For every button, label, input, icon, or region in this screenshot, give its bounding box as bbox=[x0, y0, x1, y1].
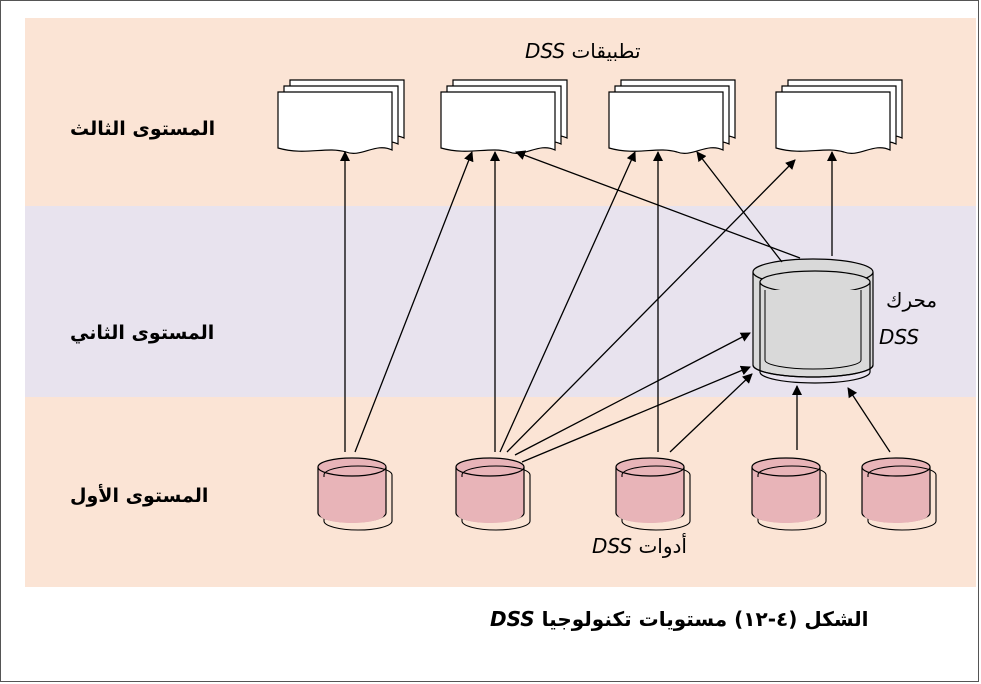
arrow-db2-to-app4 bbox=[506, 159, 796, 453]
arrow-db5-to-engine bbox=[847, 387, 891, 453]
arrow-db1-to-app2 bbox=[354, 151, 474, 453]
applications-word: تطبيقات bbox=[571, 39, 641, 63]
database-1 bbox=[317, 457, 393, 531]
database-5 bbox=[861, 457, 937, 531]
tools-label: أدوات DSS bbox=[592, 534, 687, 558]
database-2 bbox=[455, 457, 531, 531]
applications-label: تطبيقات DSS bbox=[525, 39, 641, 63]
dss-engine-cylinder bbox=[752, 258, 874, 384]
application-document-1 bbox=[277, 79, 405, 154]
tools-word: أدوات bbox=[638, 534, 687, 558]
arrow-db2-to-engine-b bbox=[521, 365, 751, 463]
applications-dss: DSS bbox=[525, 39, 566, 63]
level-two-label: المستوى الثاني bbox=[70, 322, 215, 344]
arrow-engine-to-app3 bbox=[696, 151, 783, 263]
connection-arrows bbox=[340, 150, 891, 463]
database-4 bbox=[751, 457, 827, 531]
application-document-4 bbox=[775, 79, 903, 154]
application-document-3 bbox=[608, 79, 736, 154]
application-document-2 bbox=[440, 79, 568, 154]
figure-caption: الشكل (٤-١٢) مستويات تكنولوجيا DSS bbox=[490, 607, 869, 631]
engine-label-dss: DSS bbox=[879, 325, 920, 349]
arrow-db2-to-app3 bbox=[499, 151, 636, 453]
figure-caption-text: الشكل (٤-١٢) مستويات تكنولوجيا bbox=[541, 607, 869, 631]
figure-caption-dss: DSS bbox=[490, 607, 535, 631]
level-three-label: المستوى الثالث bbox=[70, 118, 216, 140]
tools-dss: DSS bbox=[592, 534, 633, 558]
database-3 bbox=[615, 457, 691, 531]
arrow-db2-to-engine-a bbox=[514, 332, 751, 456]
arrow-db3-to-engine bbox=[669, 373, 753, 453]
engine-label-word: محرك bbox=[886, 288, 938, 312]
level-one-label: المستوى الأول bbox=[70, 485, 209, 507]
arrow-engine-to-app2 bbox=[515, 150, 801, 259]
